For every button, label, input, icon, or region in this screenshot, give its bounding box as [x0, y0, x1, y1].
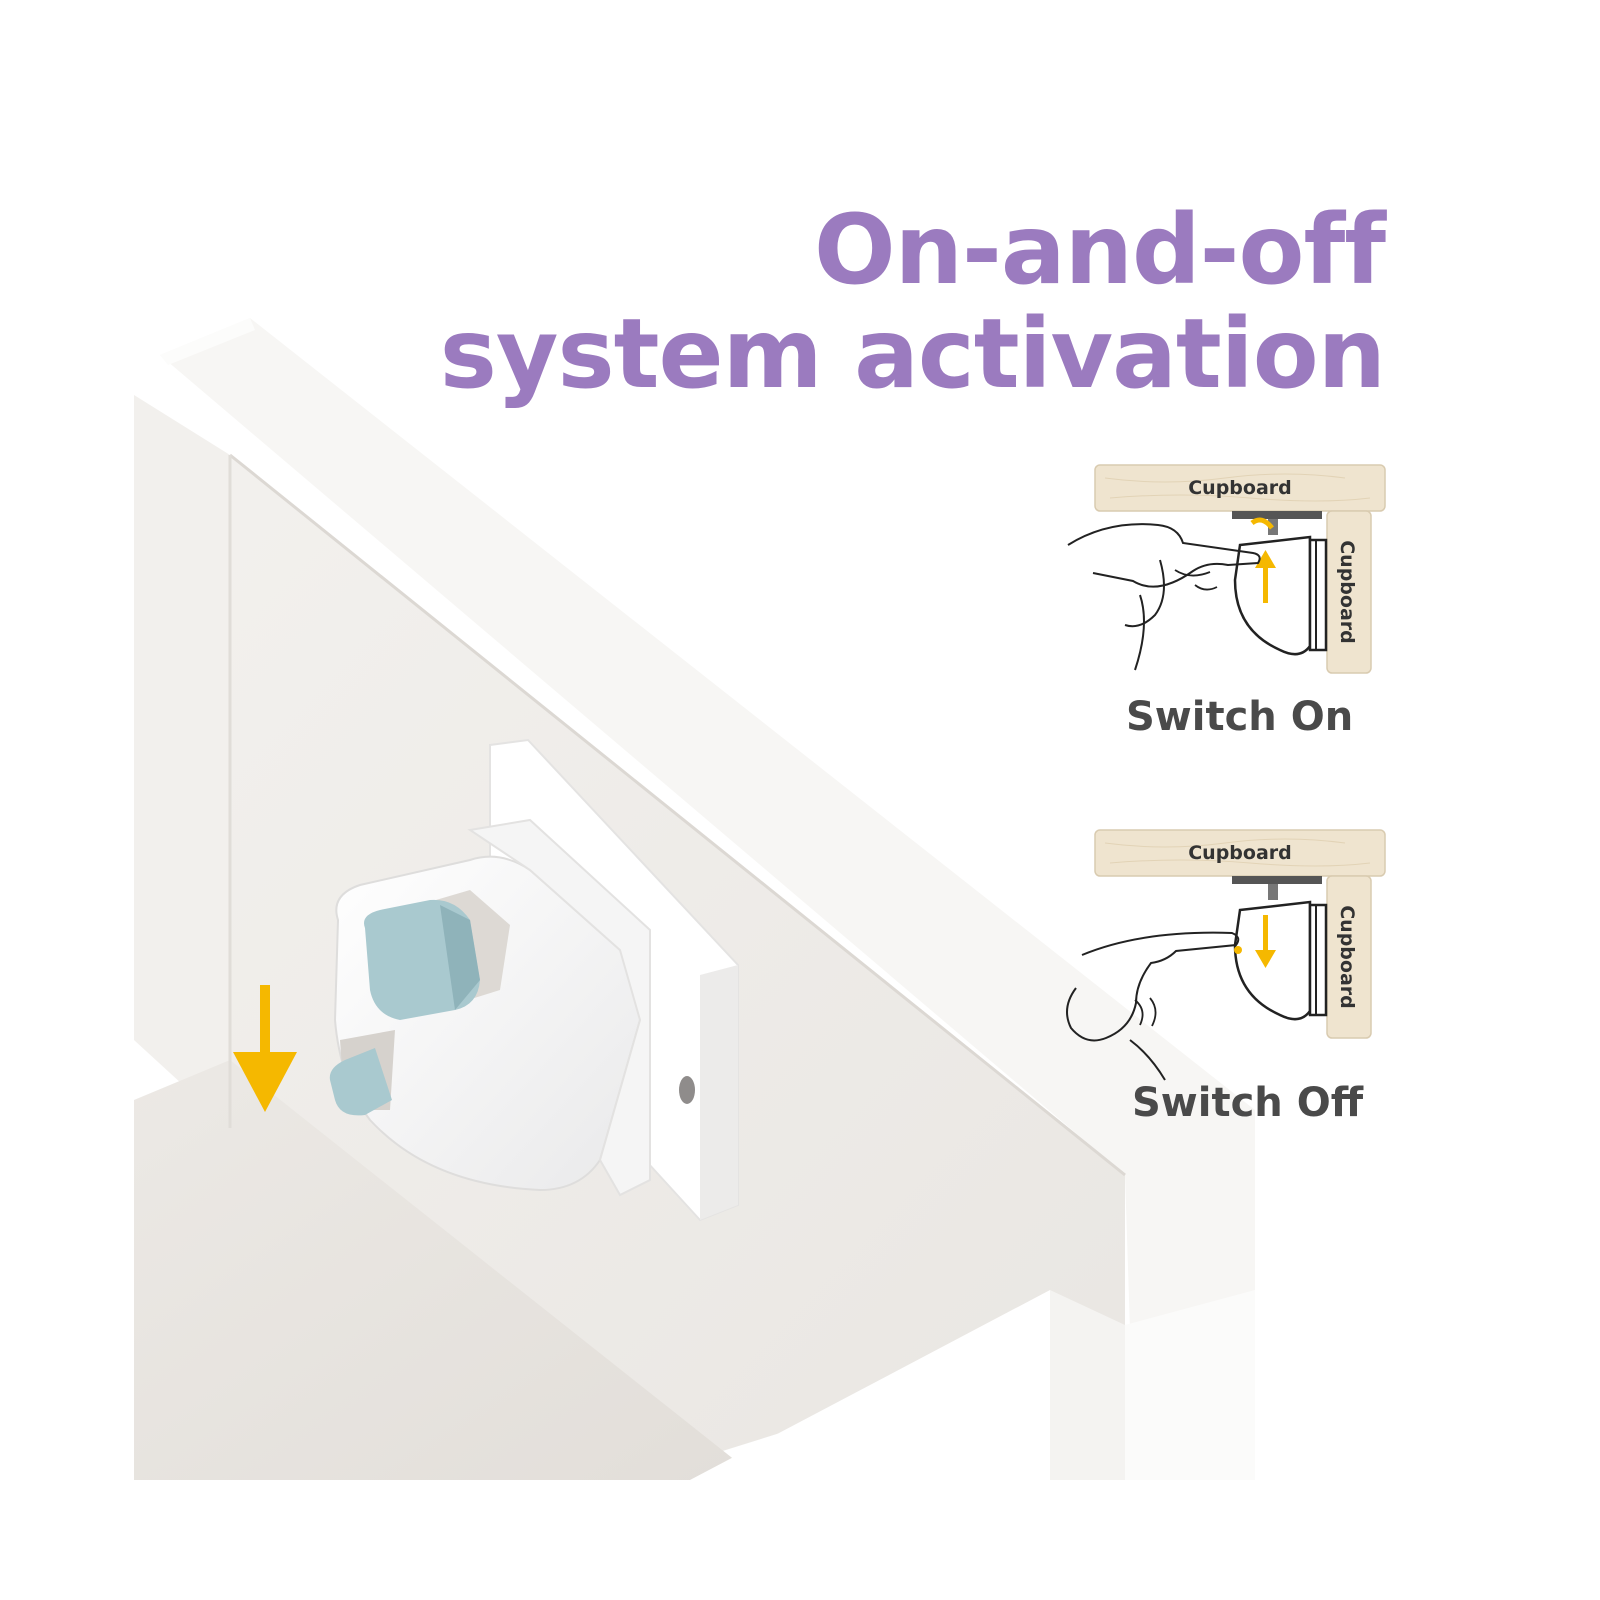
cupboard-floor [134, 1060, 760, 1480]
side-board-label: Cupboard [1336, 540, 1358, 644]
cupboard-back-wall [134, 395, 230, 1128]
headline-line-1: On-and-off [814, 194, 1386, 306]
screw-hole [679, 1076, 695, 1104]
switch-on-caption: Switch On [1126, 694, 1354, 740]
side-board-label: Cupboard [1336, 905, 1358, 1009]
cupboard-top-edge [160, 318, 1255, 1330]
top-board-label: Cupboard [1188, 477, 1292, 499]
top-board-label: Cupboard [1188, 842, 1292, 864]
switch-off-diagram: Cupboard Cupboard [1066, 829, 1386, 1081]
switch-off-caption: Switch Off [1132, 1080, 1364, 1126]
headline-line-2: system activation [439, 298, 1386, 410]
cupboard-corner-panel [1050, 1290, 1125, 1480]
lock-button-tab [329, 1048, 392, 1116]
switch-on-diagram: Cupboard Cupboard [1067, 464, 1386, 674]
down-arrow-icon [233, 985, 297, 1112]
headline: On-and-off system activation [439, 194, 1386, 410]
